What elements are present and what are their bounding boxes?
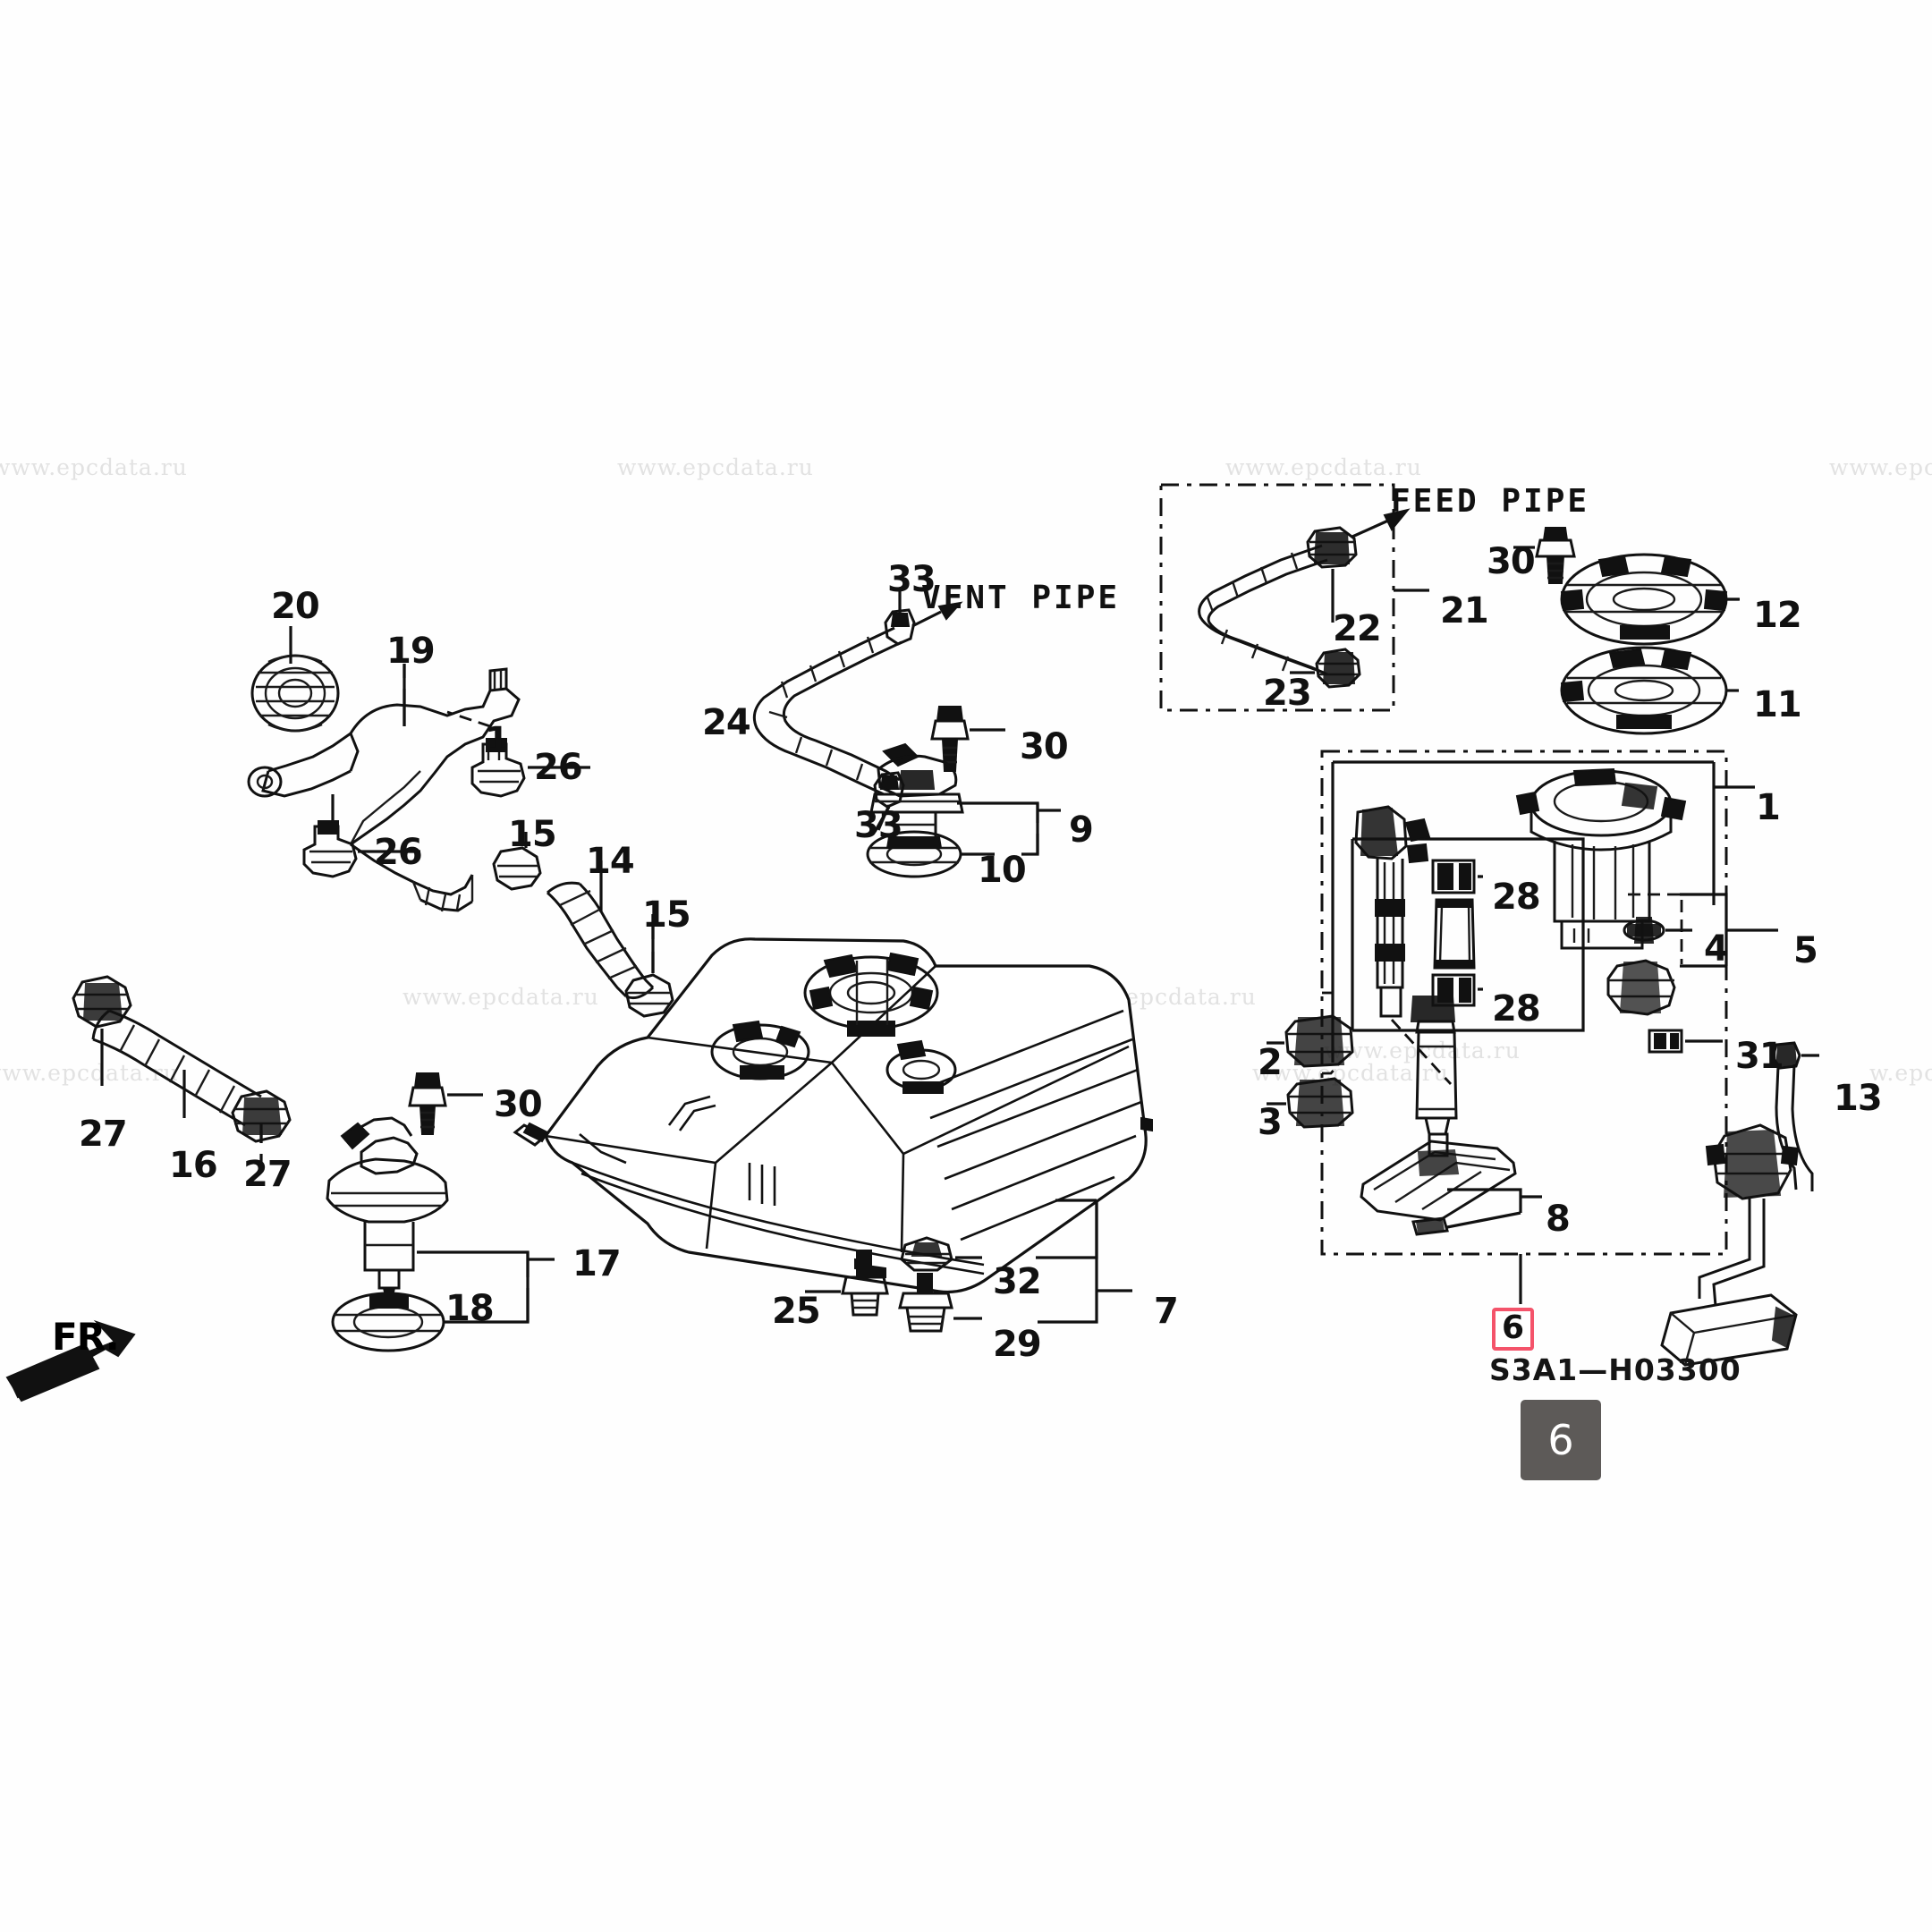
part-9-two-way-valve	[869, 742, 964, 841]
part-14-fuel-hose	[547, 881, 655, 1000]
callout-28[interactable]: 28	[1492, 877, 1541, 918]
callout-17[interactable]: 17	[572, 1243, 622, 1284]
selected-part-badge[interactable]: 6	[1521, 1400, 1601, 1480]
vent-pipe-assembly	[752, 589, 1061, 878]
callout-13[interactable]: 13	[1834, 1078, 1883, 1119]
callout-27[interactable]: 27	[243, 1154, 292, 1195]
part-12-lock-ring	[1560, 553, 1728, 646]
part-8-pump-base	[1360, 1140, 1517, 1236]
callout-25[interactable]: 25	[772, 1291, 821, 1332]
sender-rings-group	[1513, 527, 1740, 735]
part-27-connector-left	[72, 975, 132, 1029]
part-1-fuel-pump-module	[1515, 767, 1687, 950]
part-number-text: S3A1—H03300	[1489, 1352, 1741, 1387]
part-15-clamp-upper	[492, 846, 542, 891]
callout-4[interactable]: 4	[1704, 928, 1729, 970]
callout-12[interactable]: 12	[1753, 595, 1802, 636]
callout-33[interactable]: 33	[887, 559, 936, 600]
callout-16[interactable]: 16	[169, 1145, 218, 1186]
fuel-level-sender-arm	[1354, 805, 1431, 1018]
callout-15[interactable]: 15	[642, 894, 691, 936]
callout-8[interactable]: 8	[1546, 1199, 1571, 1240]
callout-27[interactable]: 27	[79, 1114, 128, 1155]
part-3-connector	[1286, 1077, 1354, 1129]
callout-14[interactable]: 14	[586, 841, 635, 882]
part-6-fuel-pump	[1410, 996, 1458, 1157]
part-31-pump-bracket	[1606, 959, 1676, 1016]
part-19-filler-pipe	[247, 667, 521, 912]
part-2-3-connectors	[1267, 1014, 1354, 1129]
part-16-fuel-pipe-assembly	[72, 975, 292, 1163]
part-13-wire-harness	[1660, 1041, 1819, 1367]
callout-30[interactable]: 30	[1020, 726, 1069, 767]
tank-small-opening-right	[886, 1039, 957, 1094]
tank-mount-hardware	[805, 1199, 1132, 1333]
callout-18[interactable]: 18	[445, 1288, 495, 1329]
part-33-clip-lower	[873, 771, 905, 809]
callout-22[interactable]: 22	[1333, 608, 1382, 649]
part-13-connector-body	[1705, 1123, 1800, 1200]
callout-30[interactable]: 30	[494, 1084, 543, 1125]
part-15-clamp-lower	[624, 973, 674, 1018]
callout-15[interactable]: 15	[508, 814, 557, 855]
part-11-base-gasket	[1560, 646, 1728, 735]
part-27-connector-right	[231, 1089, 292, 1143]
callout-5[interactable]: 5	[1793, 930, 1818, 971]
front-direction-label: FR.	[52, 1315, 120, 1359]
pump-filter-strip	[1433, 898, 1476, 970]
part-30-bolt-left	[408, 1072, 447, 1135]
filler-neck-assembly	[247, 626, 674, 1018]
callout-1[interactable]: 1	[485, 720, 510, 761]
group-label-feed-pipe: FEED PIPE	[1391, 483, 1590, 520]
part-32-nut	[900, 1236, 953, 1272]
fuel-tank-body	[513, 937, 1153, 1294]
callout-30[interactable]: 30	[1487, 541, 1536, 582]
group-label-vent-pipe: VENT PIPE	[921, 580, 1121, 616]
part-26-clamp-lower	[302, 820, 358, 878]
part-31-clip	[1648, 1029, 1683, 1054]
part-2-connector	[1284, 1014, 1354, 1068]
callout-24[interactable]: 24	[702, 702, 751, 743]
part-20-fuel-cap	[250, 654, 340, 733]
callout-33[interactable]: 33	[854, 805, 903, 846]
part-4-o-ring	[1623, 917, 1665, 944]
callout-23[interactable]: 23	[1263, 673, 1312, 714]
callout-9[interactable]: 9	[1069, 809, 1094, 851]
part-23-connector	[1315, 648, 1361, 689]
callout-32[interactable]: 32	[993, 1261, 1042, 1302]
callout-2[interactable]: 2	[1258, 1042, 1283, 1083]
callout-20[interactable]: 20	[271, 586, 320, 627]
part-26-clamp-upper	[470, 738, 526, 798]
callout-26[interactable]: 26	[374, 832, 423, 873]
fuel-pump-module-group	[1320, 750, 1778, 1304]
callout-21[interactable]: 21	[1440, 590, 1489, 631]
callout-7[interactable]: 7	[1154, 1291, 1179, 1332]
part-29-bolt	[898, 1273, 953, 1333]
callout-10[interactable]: 10	[978, 850, 1027, 891]
callout-29[interactable]: 29	[993, 1324, 1042, 1365]
callout-3[interactable]: 3	[1258, 1102, 1283, 1143]
tank-sender-opening	[803, 952, 939, 1037]
callout-1[interactable]: 1	[1756, 787, 1781, 828]
part-18-gasket-ring	[331, 1292, 445, 1352]
callout-11[interactable]: 11	[1753, 684, 1802, 725]
part-25-bolt	[841, 1250, 889, 1317]
callout-26[interactable]: 26	[534, 747, 583, 788]
highlighted-callout-6[interactable]: 6	[1492, 1308, 1535, 1351]
part-17-pressure-regulator	[326, 1072, 555, 1352]
part-33-clip-upper	[884, 608, 916, 646]
callout-19[interactable]: 19	[386, 631, 436, 672]
front-direction-arrow	[5, 1319, 136, 1402]
part-28-clip-upper	[1431, 859, 1476, 894]
part-30-bolt-right	[1535, 527, 1576, 584]
part-13-terminal-block	[1660, 1293, 1798, 1367]
tank-small-opening-left	[710, 1020, 810, 1080]
part-22-connector	[1306, 526, 1358, 569]
callout-28[interactable]: 28	[1492, 988, 1541, 1030]
callout-31[interactable]: 31	[1735, 1036, 1784, 1077]
feed-pipe-group	[1159, 483, 1429, 712]
